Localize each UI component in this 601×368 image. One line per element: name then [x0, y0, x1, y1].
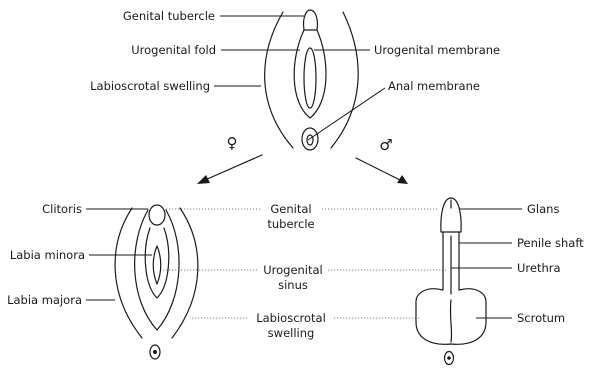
label-labioscrotal-swelling-line2: swelling [268, 326, 315, 340]
labia-minora-shape [145, 228, 168, 298]
label-glans: Glans [527, 202, 559, 216]
anal-membrane-inner [307, 135, 313, 145]
female-anus-inner [153, 350, 157, 354]
label-labioscrotal-swelling-line1: Labioscrotal [256, 311, 326, 325]
label-urogenital-sinus-line1: Urogenital [263, 263, 323, 277]
arrow-to-male [356, 158, 408, 184]
clitoris-shape [149, 205, 165, 225]
female-drawing [115, 205, 198, 359]
male-symbol: ♂ [379, 136, 392, 154]
indifferent-stage-drawing [265, 10, 359, 150]
label-penile-shaft: Penile shaft [517, 236, 584, 250]
label-genital-tubercle: Genital tubercle [123, 9, 215, 23]
label-anal-membrane: Anal membrane [388, 79, 480, 93]
label-urethra: Urethra [517, 261, 561, 275]
right-labioscrotal-outline [331, 12, 358, 148]
genital-tubercle-shape [304, 10, 318, 30]
label-urogenital-sinus-line2: sinus [278, 278, 308, 292]
urogenital-membrane-slit [304, 48, 316, 108]
vaginal-opening [153, 246, 161, 284]
label-labia-majora: Labia majora [7, 293, 82, 307]
label-labia-minora: Labia minora [10, 248, 85, 262]
female-outer-right [172, 208, 198, 338]
label-urogenital-membrane: Urogenital membrane [374, 43, 500, 57]
female-symbol: ♀ [227, 134, 238, 152]
scrotal-raphe [450, 300, 451, 342]
female-outer-left [115, 208, 142, 338]
male-drawing [416, 198, 486, 365]
label-clitoris: Clitoris [42, 202, 82, 216]
left-labioscrotal-outline [265, 12, 293, 148]
label-labioscrotal-swelling: Labioscrotal swelling [90, 79, 210, 93]
label-genital-tubercle-line2: tubercle [267, 217, 314, 231]
label-genital-tubercle-line1: Genital [270, 202, 311, 216]
arrow-to-female [197, 155, 262, 184]
label-urogenital-fold: Urogenital fold [131, 43, 216, 57]
label-scrotum: Scrotum [517, 311, 565, 325]
leader-anal-membrane [308, 88, 385, 140]
male-anus-inner [447, 356, 451, 360]
urogenital-fold-outer [294, 30, 326, 118]
